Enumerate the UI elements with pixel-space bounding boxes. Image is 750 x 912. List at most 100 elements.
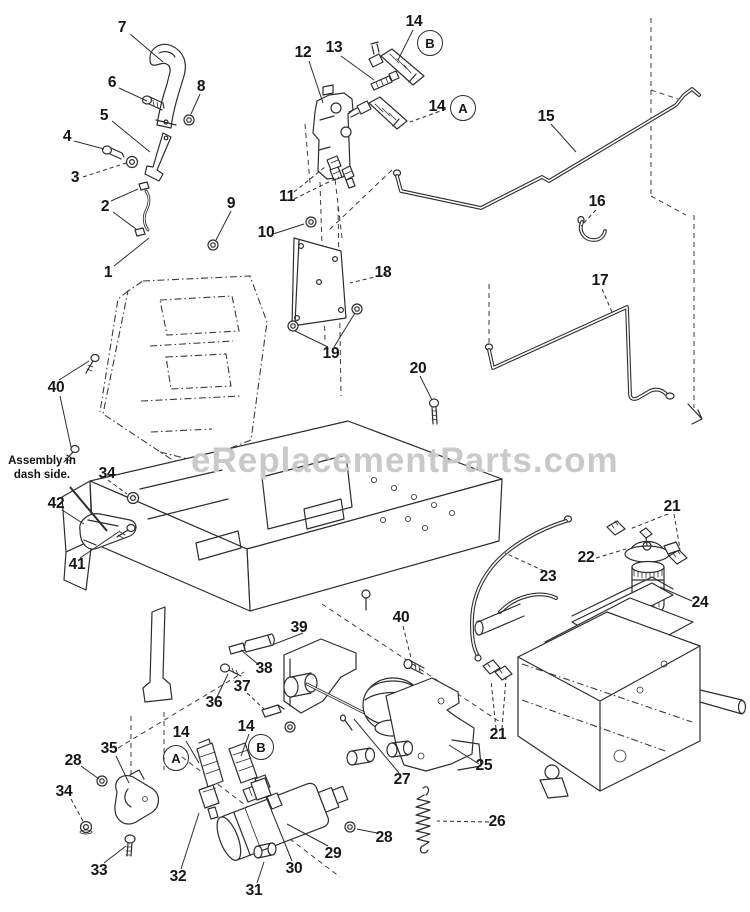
callout-6: 6 [107,74,117,91]
part-22-filter-head [624,527,681,563]
callout-21: 21 [489,726,507,743]
callout-14: 14 [405,13,423,30]
part-40-screws-dash [63,353,100,463]
part-7-handle [149,43,186,129]
callout-14: 14 [237,718,255,735]
callout-38: 38 [255,660,273,677]
callout-2: 2 [100,198,110,215]
part-21-fittings-lower [482,659,513,681]
callout-22: 22 [577,549,595,566]
callout-14: 14 [172,724,190,741]
callout-34: 34 [55,783,73,800]
callout-12: 12 [294,44,312,61]
callout-26: 26 [488,813,506,830]
leader-lines [58,29,693,884]
callout-30: 30 [285,860,303,877]
callout-24: 24 [691,594,709,611]
part-20-bolt [428,398,440,425]
part-14-hose-a-lower [196,738,224,788]
marker-a: A [163,745,189,771]
callout-25: 25 [475,757,493,774]
part-38-pin [228,642,246,655]
part-18-plate [291,237,347,327]
callout-10: 10 [257,224,275,241]
callout-23: 23 [539,568,557,585]
part-31-plug [253,842,277,859]
callout-20: 20 [409,360,427,377]
callout-9: 9 [226,195,236,212]
part-25-bracket-assembly [283,638,482,772]
callout-4: 4 [62,128,72,145]
part-11-fittings [326,155,356,189]
callout-17: 17 [591,272,609,289]
part-32-fitting [198,784,220,820]
part-14-hose-b [368,41,425,86]
callout-15: 15 [537,108,555,125]
callout-36: 36 [205,694,223,711]
marker-b: B [417,30,443,56]
part-40-bolt-lower [403,658,425,675]
callout-18: 18 [374,264,392,281]
part-9-nut [207,239,219,251]
callout-39: 39 [290,619,308,636]
part-34-nut-lower [79,820,93,835]
assembly-note-line1: Assembly in [8,455,76,467]
callout-5: 5 [99,107,109,124]
callout-35: 35 [100,740,118,757]
part-41-screw [116,523,136,539]
callout-7: 7 [117,19,127,36]
part-10-nut [305,216,317,228]
part-14-hose-a [348,96,408,130]
part-13-bolt [370,70,400,91]
callout-40: 40 [47,379,65,396]
part-6-bolt [141,95,165,111]
assembly-note-line2: dash side. [13,469,71,482]
part-15-tube [392,87,701,210]
callout-27: 27 [393,771,411,788]
callout-8: 8 [196,78,206,95]
part-3-nut [125,155,139,169]
callout-29: 29 [324,845,342,862]
callout-21: 21 [663,498,681,515]
callout-13: 13 [325,39,343,56]
callout-37: 37 [233,678,251,695]
marker-a: A [450,95,476,121]
callout-41: 41 [68,556,86,573]
part-14-hose-b-lower [228,742,283,810]
part-23-hose [470,515,573,662]
callout-34: 34 [98,465,116,482]
callout-40: 40 [392,609,410,626]
part-33-bolt [124,834,136,857]
part-8-nut [183,114,195,126]
part-42-bracket [79,513,137,550]
callout-28: 28 [375,829,393,846]
part-28-nut-left [96,775,108,787]
part-39-pin [243,633,275,653]
dash-tower [99,275,268,468]
callout-33: 33 [90,862,108,879]
part-16-clip [577,215,607,242]
part-34-nut-upper [126,491,140,505]
callout-11: 11 [279,188,295,205]
marker-b: B [248,734,274,760]
part-36-bolt [219,663,242,677]
callout-31: 31 [245,882,263,899]
callout-1: 1 [103,264,113,281]
callout-19: 19 [322,345,340,362]
callout-32: 32 [169,868,187,885]
part-29-cylinder [216,782,349,861]
callout-16: 16 [588,193,606,210]
part-17-tube [484,305,675,401]
callout-42: 42 [47,495,65,512]
part-37-pin [261,704,285,718]
part-4-bolt [101,145,125,160]
part-26-spring [415,786,431,854]
assembly-note: Assembly in dash side. [3,454,81,483]
callout-14: 14 [428,98,446,115]
transaxle [474,576,747,799]
part-21-fittings-upper [606,520,688,565]
part-5-lever [144,132,172,182]
part-28-nut-right [344,821,356,833]
